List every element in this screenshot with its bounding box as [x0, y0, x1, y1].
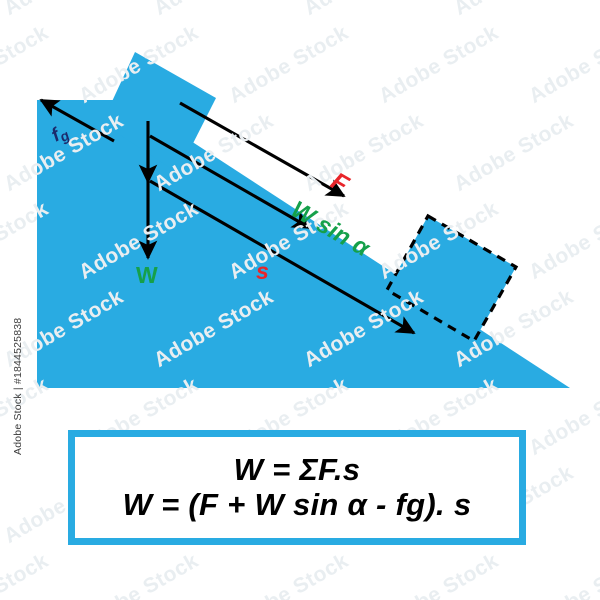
weight-component-arrow [149, 134, 312, 230]
formula-box: W = ΣF.s W = (F + W sin α - fɡ). s [68, 430, 526, 545]
displacement-arrow [149, 179, 416, 335]
inclined-plane [37, 100, 570, 388]
applied-force-arrow [179, 101, 346, 198]
block-destination-outline [384, 213, 519, 344]
formula-line-work-general: W = ΣF.s [233, 452, 361, 488]
block-on-incline [102, 52, 216, 173]
formula-line-work-expanded: W = (F + W sin α - fɡ). s [122, 487, 472, 522]
friction-force-arrow [39, 98, 115, 143]
